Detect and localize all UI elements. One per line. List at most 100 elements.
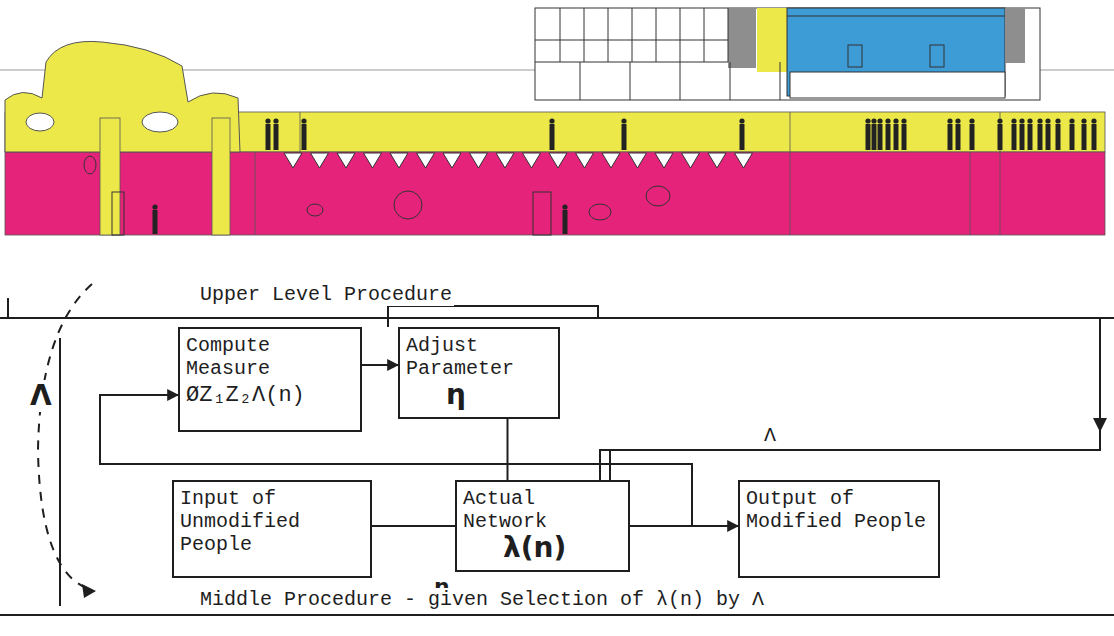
window-mullion (632, 8, 633, 62)
person-figure (969, 118, 974, 150)
person-body (1028, 124, 1033, 150)
connector (362, 364, 398, 366)
person-head (969, 118, 974, 123)
person-head (865, 118, 870, 123)
person-body (866, 124, 871, 150)
person-head (947, 118, 952, 123)
person-head (1019, 118, 1024, 123)
person-body (274, 124, 279, 150)
person-body (1082, 124, 1087, 150)
triangle-opening (337, 153, 355, 168)
selection-line (600, 318, 1100, 480)
bracket-line (387, 306, 389, 327)
floor-line (787, 16, 1005, 17)
triangle-opening (417, 153, 435, 168)
person-figure (885, 118, 890, 150)
window-mullion (728, 8, 729, 62)
box-label: Compute Measure (186, 334, 354, 380)
box-label: Output of Modified People (746, 487, 932, 533)
yellow-strip (757, 8, 787, 72)
person-head (877, 118, 882, 123)
person-figure (265, 118, 270, 150)
yellow-pillar (100, 118, 120, 235)
grid-building (535, 8, 1040, 100)
pilotis-line (780, 62, 781, 100)
person-body (902, 124, 907, 150)
triangle-opening (311, 153, 329, 168)
triangle-opening (443, 153, 461, 168)
person-figure (549, 118, 554, 150)
door (112, 192, 124, 235)
person-body (266, 124, 271, 150)
person-figure (1045, 118, 1050, 150)
person-head (997, 118, 1002, 123)
person-body (1038, 124, 1043, 150)
triangle-opening (470, 153, 488, 168)
person-body (948, 124, 953, 150)
symbol-label: ØZ₁Z₂Λ(n) (186, 383, 354, 408)
person-head (152, 204, 157, 209)
triangle-opening (655, 153, 673, 168)
person-figure (1055, 118, 1060, 150)
person-figure (955, 118, 960, 150)
triangle-opening (708, 153, 726, 168)
podium (790, 72, 1005, 98)
person-body (622, 124, 627, 150)
person-head (562, 204, 567, 209)
person-head (1037, 118, 1042, 123)
person-head (1045, 118, 1050, 123)
person-figure (1081, 118, 1086, 150)
person-figure (1019, 118, 1024, 150)
connector (507, 419, 509, 480)
pilotis-line (730, 62, 731, 100)
person-body (153, 210, 158, 234)
person-body (1070, 124, 1075, 150)
person-figure (273, 118, 278, 150)
floor-line (535, 62, 755, 63)
person-figure (997, 118, 1002, 150)
person-body (1046, 124, 1051, 150)
dashed-feedback-curve (38, 284, 92, 590)
person-head (301, 118, 306, 123)
floor-line (535, 40, 755, 41)
bracket-tick (7, 298, 9, 318)
window-mullion (584, 8, 585, 62)
arrow-head (82, 584, 96, 598)
person-head (893, 118, 898, 123)
person-figure (1091, 118, 1096, 150)
pilotis-line (680, 62, 681, 100)
person-body (1012, 124, 1017, 150)
connector (372, 525, 455, 527)
triangle-opening (602, 153, 620, 168)
person-body (970, 124, 975, 150)
process-box: Compute MeasureØZ₁Z₂Λ(n) (178, 327, 362, 432)
process-box: Adjust Parameterη (398, 327, 560, 419)
people-figures (152, 118, 1096, 234)
left-bracket-line (59, 338, 61, 606)
joint-line (970, 152, 971, 235)
person-body (894, 124, 899, 150)
person-head (885, 118, 890, 123)
symbol-label: Λ (762, 424, 778, 447)
person-body (1092, 124, 1097, 150)
person-body (740, 124, 745, 150)
symbol-label: η (446, 380, 552, 411)
window (848, 45, 862, 67)
joint-line (1000, 152, 1001, 235)
procedure-lines (0, 284, 1114, 615)
triangle-opening (364, 153, 382, 168)
person-figure (621, 118, 626, 150)
process-box: Input of Unmodified People (172, 480, 372, 578)
building-elevation (0, 8, 1114, 235)
process-box: Actual Networkλ(n) (455, 480, 630, 572)
triangle-opening (576, 153, 594, 168)
triangle-opening (390, 153, 408, 168)
person-head (955, 118, 960, 123)
triangle-opening (682, 153, 700, 168)
opening (646, 186, 670, 206)
person-figure (152, 204, 157, 234)
stair-block (728, 8, 756, 68)
person-figure (1011, 118, 1016, 150)
window-mullion (608, 8, 609, 62)
box-label: Input of Unmodified People (180, 487, 364, 556)
